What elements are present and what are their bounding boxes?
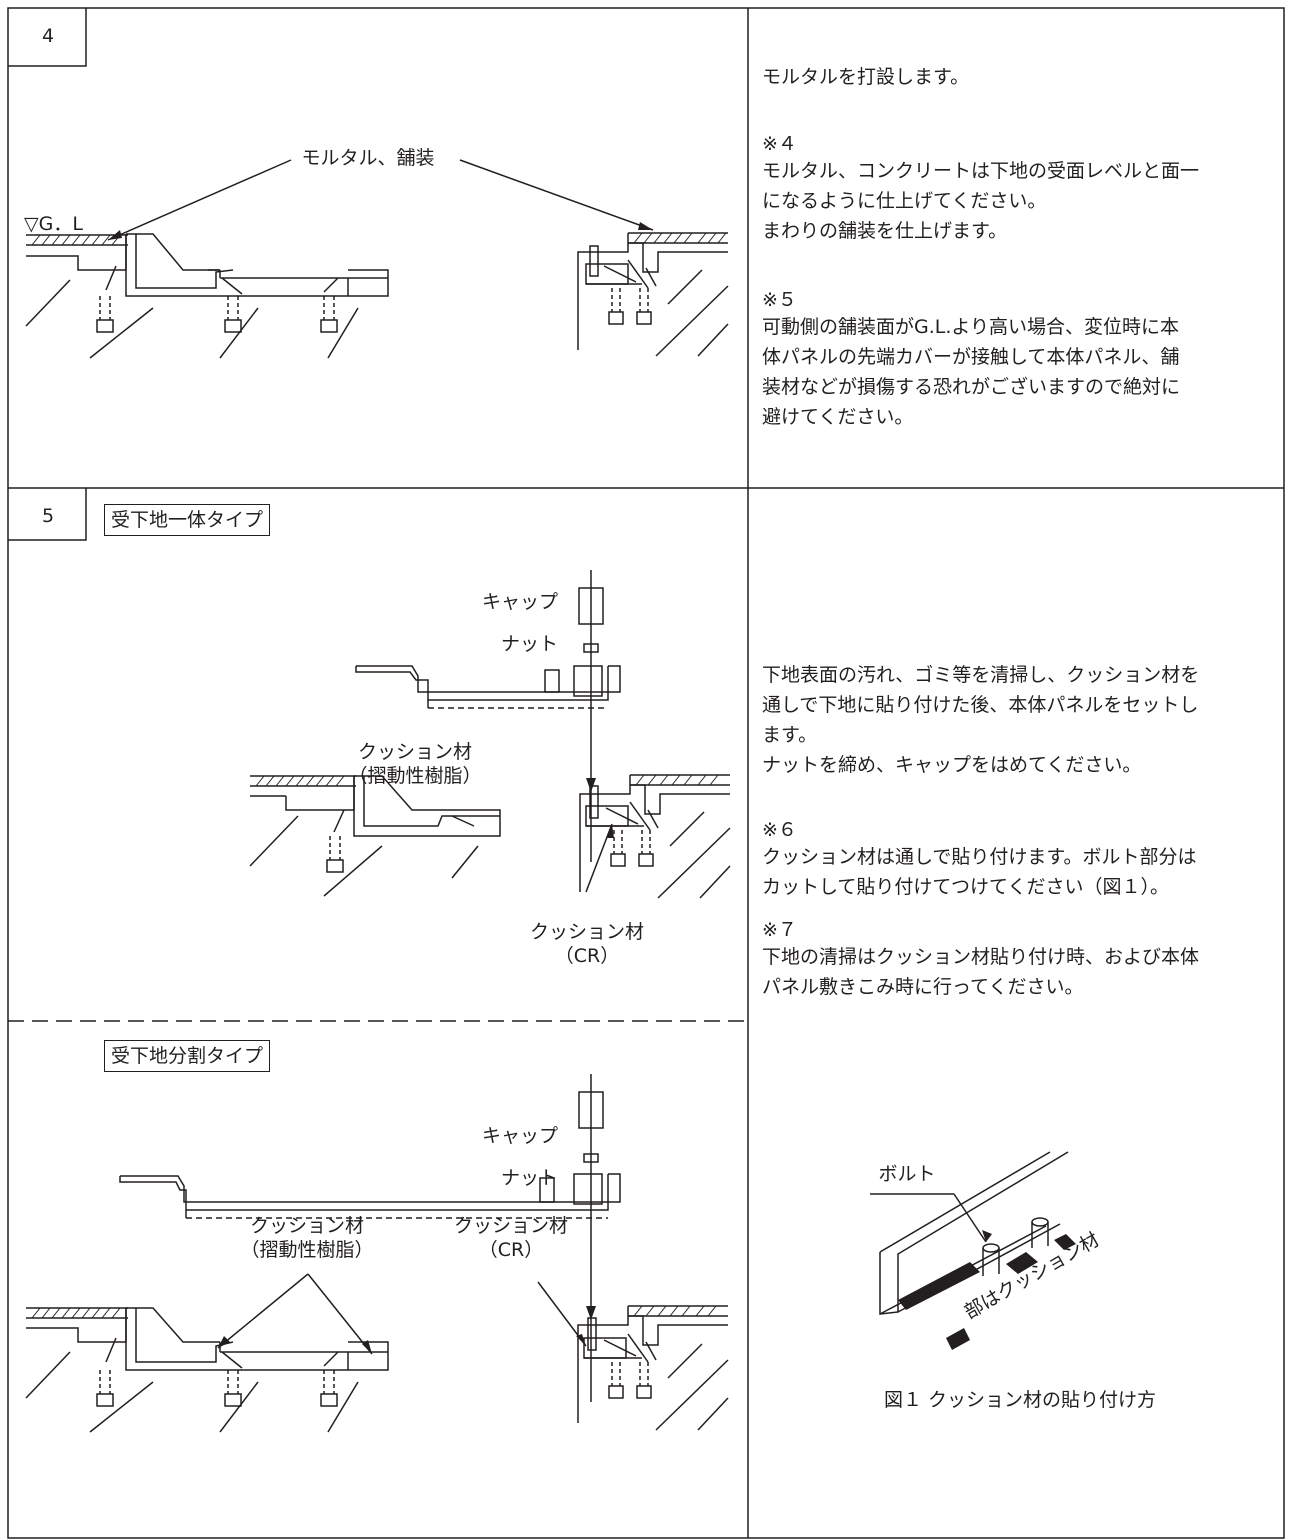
- note6-body: クッション材は通しで貼り付けます。ボルト部分は カットして貼り付けてつけてくださ…: [762, 846, 1197, 898]
- type-split-label: 受下地分割タイプ: [104, 1040, 271, 1072]
- step4-instruction: モルタルを打設します。: [762, 66, 970, 88]
- note6-title: ※６: [762, 819, 797, 841]
- note5-title: ※５: [762, 289, 797, 311]
- type-integrated-label: 受下地一体タイプ: [104, 504, 271, 536]
- cushion-resin-label: クッション材 （摺動性樹脂）: [240, 1215, 374, 1261]
- integrated-type-drawing: [249, 570, 731, 899]
- nut-label: ナット: [500, 633, 558, 655]
- cap-label: キャップ: [481, 1125, 558, 1147]
- bolt-label: ボルト: [878, 1163, 936, 1185]
- step5-instruction: 下地表面の汚れ、ゴミ等を清掃し、クッション材を 通しで下地に貼り付けた後、本体パ…: [762, 664, 1200, 776]
- note4-body: モルタル、コンクリートは下地の受面レベルと面一 になるように仕上げてください。 …: [762, 160, 1200, 242]
- ground-level-label: ▽G．L: [24, 213, 83, 235]
- note5-body: 可動側の舗装面がG.L.より高い場合、変位時に本 体パネルの先端カバーが接触して…: [762, 316, 1181, 428]
- note7-body: 下地の清掃はクッション材貼り付け時、および本体 パネル敷きこみ時に行ってください…: [762, 946, 1200, 998]
- nut-label: ナット: [500, 1167, 558, 1189]
- cushion-figure: [870, 1151, 1076, 1350]
- note7-title: ※７: [762, 919, 797, 941]
- cushion-resin-label: クッション材 （摺動性樹脂）: [348, 741, 482, 787]
- cushion-cr-label: クッション材 （CR）: [453, 1215, 568, 1261]
- step-number: 4: [41, 25, 55, 47]
- cushion-cr-label: クッション材 （CR）: [529, 921, 644, 967]
- cap-label: キャップ: [481, 591, 558, 613]
- split-type-drawing: [25, 1074, 729, 1433]
- figure-caption: 図１ クッション材の貼り付け方: [883, 1389, 1157, 1411]
- note4-title: ※４: [762, 133, 797, 155]
- step-number: 5: [41, 505, 55, 527]
- paving-label: モルタル、舗装: [301, 147, 435, 169]
- step4-section-drawing: [25, 159, 729, 359]
